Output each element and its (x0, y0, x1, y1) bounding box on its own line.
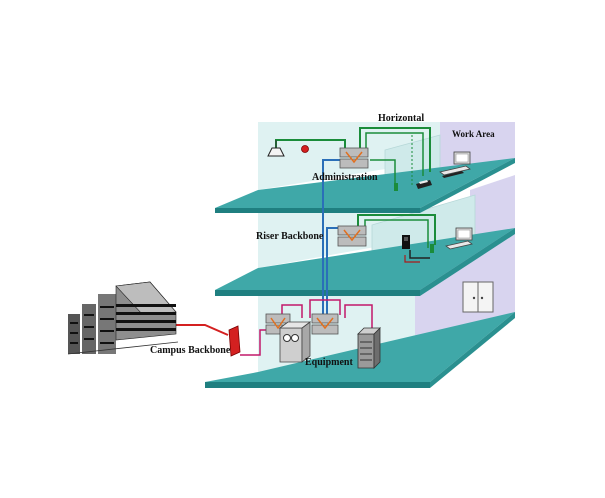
equipment-cable-d (240, 329, 268, 356)
wall-outlet-icon (394, 183, 398, 191)
building-icon (67, 281, 179, 355)
bottom-floor-slab-side (430, 312, 515, 388)
label-riser-backbone: Riser Backbone (256, 231, 324, 242)
server-rack-icon (357, 327, 381, 369)
floor-slabs (205, 158, 515, 388)
top-floor-slab (215, 158, 515, 208)
middle-floor-slab (215, 228, 515, 290)
campus-entrance-box-icon (228, 325, 241, 357)
telephone-cord-red (404, 255, 420, 263)
alarm-bell-icon (301, 145, 309, 153)
label-campus-backbone: Campus Backbone (150, 345, 231, 356)
wall-outlet-icon (430, 244, 434, 253)
patch-panel-icon (311, 313, 339, 335)
label-equipment: Equipment (305, 357, 353, 368)
middle-floor-slab-side (420, 228, 515, 296)
label-horizontal: Horizontal (378, 113, 424, 124)
bottom-floor-slab-edge (205, 382, 430, 388)
horizontal-cable-work-area (359, 127, 431, 172)
top-floor-slab-side (420, 158, 515, 213)
equipment-cable-c (344, 304, 373, 330)
horizontal-cable-outlet (370, 159, 396, 188)
telephone-cord (409, 250, 430, 259)
riser-backbone-cable (326, 227, 342, 318)
horizontal-cable-work-area-2 (365, 132, 424, 176)
door-icon (462, 281, 494, 313)
patch-panel-icon (337, 225, 367, 247)
patch-panel-icon (339, 147, 369, 169)
bottom-floor-slab (205, 312, 515, 382)
cabinet-icon (278, 321, 312, 363)
equipment-cable-b (309, 299, 341, 318)
equipment-cable-a (281, 304, 303, 318)
riser-backbone-cable-upper (322, 159, 345, 318)
top-floor-slab-edge (215, 208, 420, 213)
horizontal-cable-middle-2 (364, 219, 429, 248)
telephone-icon (402, 235, 410, 249)
computer-icon (439, 151, 471, 178)
label-work-area: Work Area (452, 129, 495, 139)
horizontal-cable-middle (357, 214, 436, 245)
campus-backbone-cable (176, 324, 229, 336)
telephone-icon (416, 180, 432, 189)
computer-icon (445, 227, 473, 250)
ceiling-lamp-icon (267, 140, 285, 157)
label-administration: Administration (312, 172, 378, 183)
middle-floor-slab-edge (215, 290, 420, 296)
